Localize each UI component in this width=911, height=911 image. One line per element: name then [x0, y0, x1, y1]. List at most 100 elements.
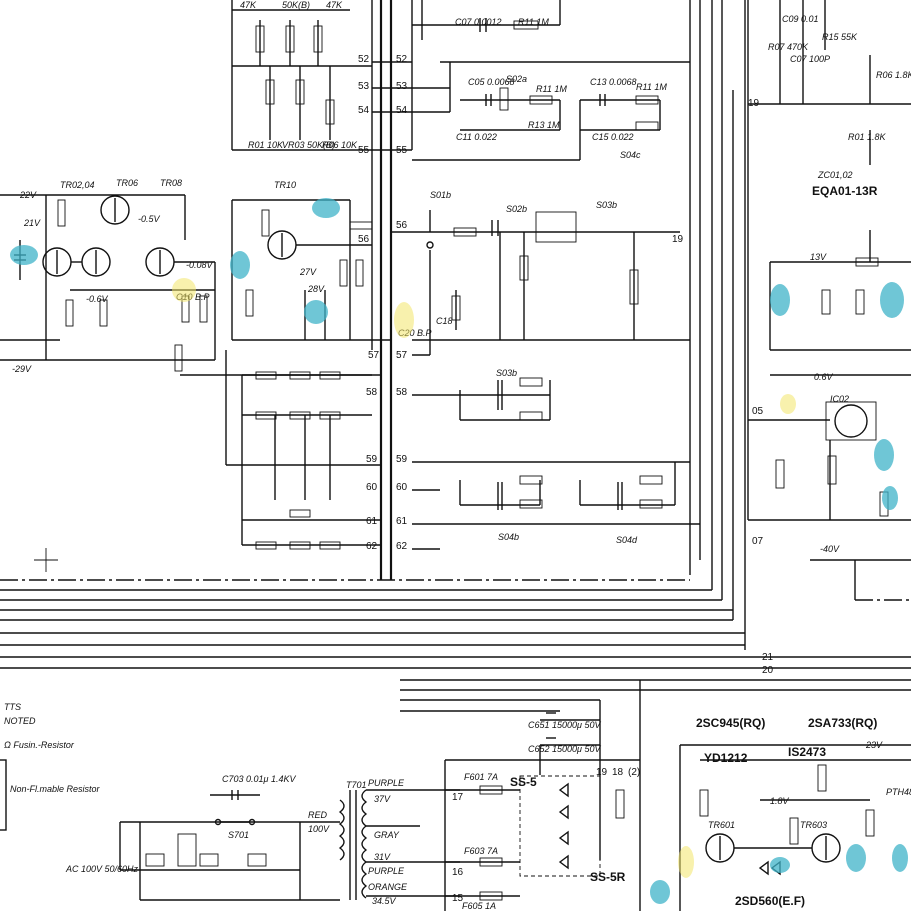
module-label: SS-5R	[590, 870, 626, 884]
transistor-label: 2SC945(RQ)	[696, 716, 765, 730]
wire-color-label: PURPLE	[368, 866, 405, 876]
capacitor-label: C11 0.022	[456, 132, 497, 142]
capacitor-label: C20 B.P	[398, 328, 432, 338]
pin-number: 19	[596, 767, 608, 778]
pin-number: 52	[396, 54, 408, 65]
note-text: TTS	[4, 702, 21, 712]
diode-label: YD1212	[704, 751, 748, 765]
pin-number: 05	[752, 406, 764, 417]
module-label: SS-5	[510, 775, 537, 789]
capacitor-label: C651 15000μ 50V	[528, 720, 601, 730]
note-text: Non-Fl.mable Resistor	[10, 784, 101, 794]
fuse-label: F605 1A	[462, 901, 496, 911]
resistor-label: R06 1.8K	[876, 70, 911, 80]
voltage-label: 1.8V	[770, 796, 790, 806]
voltage-label: -40V	[820, 544, 840, 554]
transistor-label: TR08	[160, 178, 182, 188]
switch-label: S701	[228, 830, 249, 840]
capacitor-label: C05 0.0068	[468, 77, 515, 87]
switch-label: S04c	[620, 150, 641, 160]
pin-number: 20	[762, 665, 774, 676]
pin-number: (2)	[628, 767, 640, 778]
top-tone-network: 47K 50K(B) 47K C07 0.0012 R11 1M R01 10K…	[231, 0, 561, 151]
pin-number: 61	[366, 516, 378, 527]
switch-network-mid: S01b S02b S03b C20 B.P C18 19	[391, 190, 690, 356]
pin-number: 61	[396, 516, 408, 527]
voltage-label: 27V	[299, 267, 317, 277]
switch-label: S03b	[596, 200, 617, 210]
part-label: PTH48TA	[886, 787, 911, 797]
capacitor-label: C18	[436, 316, 453, 326]
note-text: NOTED	[4, 716, 36, 726]
pin-number: 16	[452, 867, 464, 878]
capacitor-label: C652 15000μ 50V	[528, 744, 601, 754]
vr-label: 50K(B)	[282, 0, 310, 10]
switch-label: S04b	[498, 532, 519, 542]
pin-number: 55	[396, 145, 408, 156]
fuse-label: F601 7A	[464, 772, 498, 782]
pin-labels: 52 52 53 53 54 54 55 55 56 56 57 57 58 5…	[358, 54, 412, 552]
capacitor-label: C703 0.01μ 1.4KV	[222, 774, 296, 784]
resistor-label: R01 1.8K	[848, 132, 887, 142]
transistor-label: TR603	[800, 820, 827, 830]
switch-label: S02a	[506, 74, 527, 84]
pin-number: 17	[452, 792, 464, 803]
wire-color-label: RED	[308, 810, 328, 820]
rectifier: F601 7A F603 7A F605 1A C651 15000μ 50V …	[444, 680, 641, 911]
pin-number: 52	[358, 54, 370, 65]
voltage-label: -0.6V	[86, 294, 109, 304]
right-bus	[689, 0, 856, 650]
vr-label: VR03 50K(B)	[282, 140, 335, 150]
capacitor-label: C15 0.022	[592, 132, 634, 142]
capacitor-label: C13 0.0068	[590, 77, 637, 87]
pin-number: 59	[366, 454, 378, 465]
ic-label: IC02	[830, 394, 849, 404]
pin-number: 53	[396, 81, 408, 92]
pin-number: 07	[752, 536, 764, 547]
pin-number: 60	[366, 482, 378, 493]
resistor-label: 47K	[326, 0, 343, 10]
transistor-label: 2SD560(E.F)	[735, 894, 805, 908]
pin-number: 54	[358, 105, 370, 116]
capacitor-label: C09 0.01	[782, 14, 819, 24]
module-label: EQA01-13R	[812, 184, 878, 198]
power-label: AC 100V 50/60Hz	[65, 864, 139, 874]
voltage-label: 0.6V	[814, 372, 834, 382]
wire-color-label: GRAY	[374, 830, 400, 840]
switch-network-top: C05 0.0068 C13 0.0068 C11 0.022 C15 0.02…	[412, 61, 690, 161]
voltage-label: 37V	[374, 794, 391, 804]
pin-number: 58	[366, 387, 378, 398]
pin-number: 62	[396, 541, 408, 552]
transformer: T701 PURPLE 37V GRAY 31V PURPLE ORANGE 3…	[338, 778, 460, 906]
pin-number: 58	[396, 387, 408, 398]
resistor-label: R11 1M	[518, 17, 549, 27]
voltage-label: 21V	[23, 218, 41, 228]
switch-label: S02b	[506, 204, 527, 214]
transformer-label: T701	[346, 780, 367, 790]
resistor-label: 47K	[240, 0, 257, 10]
wire-color-label: ORANGE	[368, 882, 408, 892]
pin-number: 57	[396, 350, 408, 361]
pin-number: 19	[748, 98, 760, 109]
pin-number: 54	[396, 105, 408, 116]
pin-number: 21	[762, 652, 774, 663]
pin-number: 18	[612, 767, 624, 778]
pin-number: 60	[396, 482, 408, 493]
switch-label: S03b	[496, 368, 517, 378]
transistor-label: TR06	[116, 178, 138, 188]
voltage-label: 100V	[308, 824, 330, 834]
resistor-label: R07 470K	[768, 42, 809, 52]
pin-number: 55	[358, 145, 370, 156]
switch-label: S01b	[430, 190, 451, 200]
pin-number: 53	[358, 81, 370, 92]
voltage-label: 13V	[810, 252, 827, 262]
regulator: 2SC945(RQ) 2SA733(RQ) YD1212 IS2473 23V …	[679, 716, 911, 911]
pin-number: 59	[396, 454, 408, 465]
diode-label: ZC01,02	[817, 170, 853, 180]
voltage-label: -29V	[12, 364, 32, 374]
pin-number: 56	[396, 220, 408, 231]
voltage-label: 34.5V	[372, 896, 397, 906]
transistor-label: TR601	[708, 820, 735, 830]
right-block: 19 ZC01,02 EQA01-13R 13V 0.6V IC02 -40V …	[748, 0, 911, 676]
voltage-label: 31V	[374, 852, 391, 862]
